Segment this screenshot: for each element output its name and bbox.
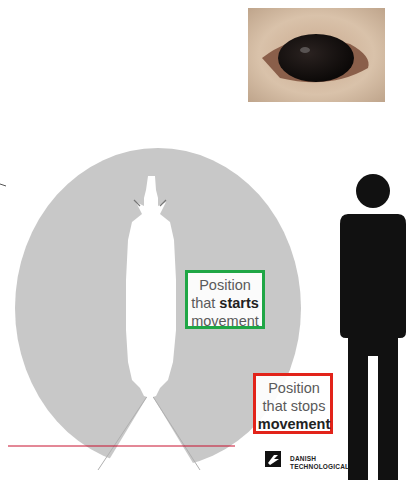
emphasis: starts — [219, 295, 259, 311]
position-text: Position that stops movement — [256, 379, 332, 433]
blind-spot — [98, 392, 202, 478]
person-silhouette — [340, 214, 406, 480]
eye-highlight — [300, 47, 310, 53]
footer-rule — [8, 446, 235, 447]
blind-spot-edge — [98, 392, 200, 470]
position-box: Position that starts movement — [185, 270, 265, 329]
cow-ears — [134, 200, 166, 206]
eye-photo — [248, 8, 385, 102]
position-text: Position that starts movement — [190, 276, 260, 330]
person-head — [356, 174, 390, 208]
logo-mark — [268, 455, 279, 465]
logo-text: DANISH TECHNOLOGICAL — [290, 455, 352, 470]
position-box: Position that stops movement — [253, 373, 333, 434]
logo-icon — [265, 451, 281, 467]
emphasis: movement — [258, 416, 331, 432]
cow-top-view — [126, 176, 176, 398]
edge-tick — [0, 184, 6, 186]
eyeball — [278, 34, 354, 82]
